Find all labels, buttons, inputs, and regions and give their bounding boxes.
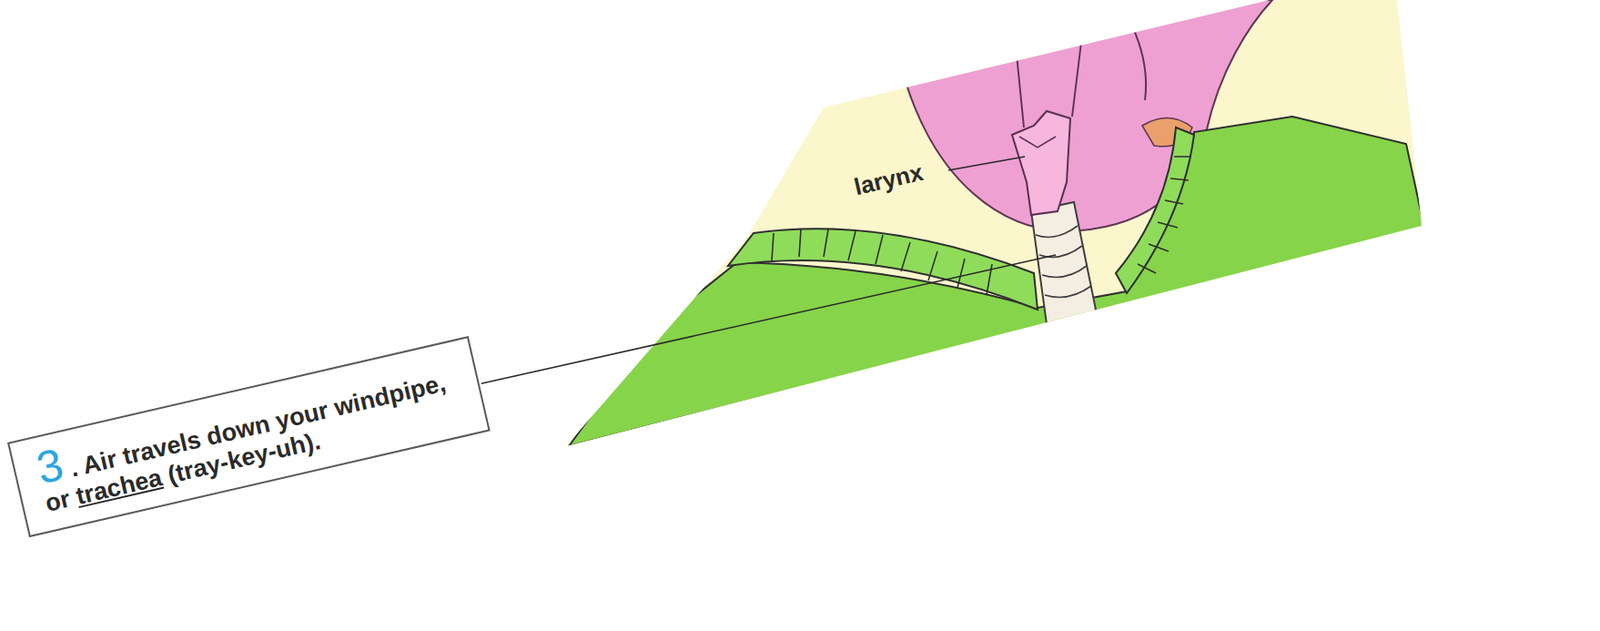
- callout-box: 3. Air travels down your windpipe, ortra…: [7, 335, 491, 537]
- head-line: [1128, 18, 1146, 101]
- neck-skin: [546, 0, 1457, 474]
- larynx-notch: [1019, 136, 1056, 148]
- larynx-leader: [948, 156, 1025, 171]
- trachea-rings: [1035, 225, 1092, 297]
- collar-ribs: [771, 156, 1192, 295]
- green-sweater: [568, 116, 1425, 446]
- illustration-group: [546, 0, 1457, 474]
- right-collar: [1115, 127, 1195, 294]
- trachea: [1031, 202, 1098, 325]
- trachea-leader: [481, 254, 1056, 384]
- larynx-cartilage: [1012, 111, 1071, 215]
